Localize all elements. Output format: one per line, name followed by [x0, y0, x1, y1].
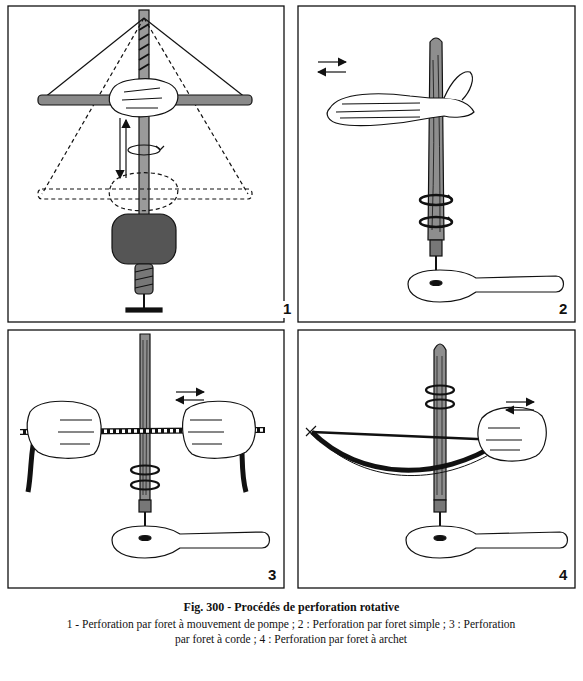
- panel-frame: [298, 330, 575, 588]
- callout-number: 4: [557, 567, 569, 584]
- figure-caption: 1 - Perforation par foret à mouvement de…: [66, 617, 516, 647]
- callout-number: 2: [557, 301, 569, 318]
- bow-drill: [306, 344, 568, 558]
- callout-number: 1: [281, 301, 293, 318]
- panel-frame: [8, 330, 284, 588]
- callout-number: 3: [266, 567, 278, 584]
- pump-drill: [38, 10, 252, 312]
- figure-title: Fig. 300 - Procédés de perforation rotat…: [0, 600, 583, 615]
- panel-frame: [298, 6, 575, 322]
- hand-drill: [318, 38, 564, 302]
- cord-drill: [20, 334, 270, 558]
- panel-frame: [8, 6, 284, 322]
